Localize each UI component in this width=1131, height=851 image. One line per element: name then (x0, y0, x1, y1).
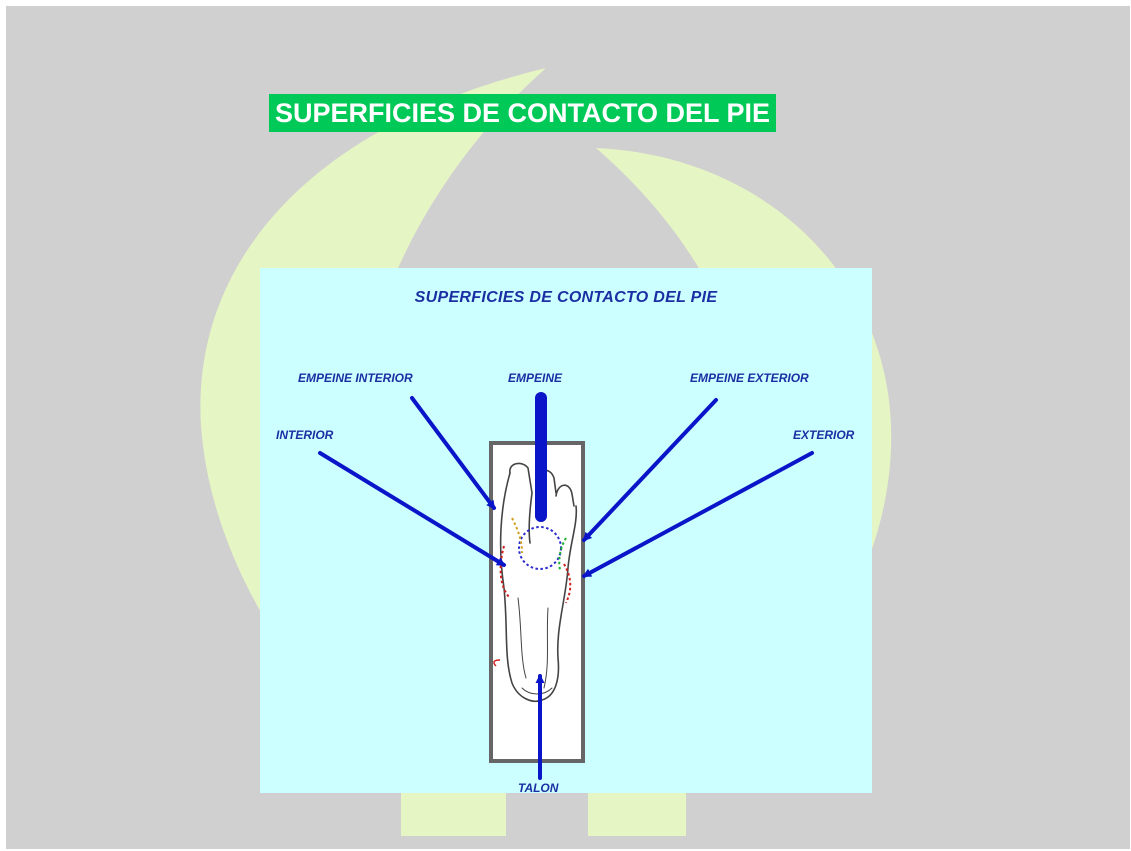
label-interior: INTERIOR (276, 428, 334, 442)
slide: SUPERFICIES DE CONTACTO DEL PIE (6, 6, 1130, 849)
label-empeine-exterior: EMPEINE EXTERIOR (690, 371, 809, 385)
foot-diagram: SUPERFICIES DE CONTACTO DEL PIE EMPEINE … (260, 268, 872, 795)
arrow-empeine-interior (410, 396, 496, 510)
label-exterior: EXTERIOR (793, 428, 855, 442)
arrow-empeine-exterior (582, 398, 718, 542)
label-empeine: EMPEINE (508, 371, 563, 385)
contact-zone-heel (493, 659, 501, 667)
contact-zone-empeine-exterior (558, 537, 567, 571)
slide-title: SUPERFICIES DE CONTACTO DEL PIE (269, 94, 777, 132)
arrow-interior (318, 451, 506, 567)
arrow-exterior (582, 451, 814, 578)
contact-zone-interior (499, 545, 511, 599)
label-empeine-interior: EMPEINE INTERIOR (298, 371, 413, 385)
diagram-graphic (318, 392, 814, 780)
label-talon: TALON (518, 781, 559, 795)
contact-zone-exterior (563, 563, 572, 604)
diagram-title: SUPERFICIES DE CONTACTO DEL PIE (414, 289, 718, 306)
